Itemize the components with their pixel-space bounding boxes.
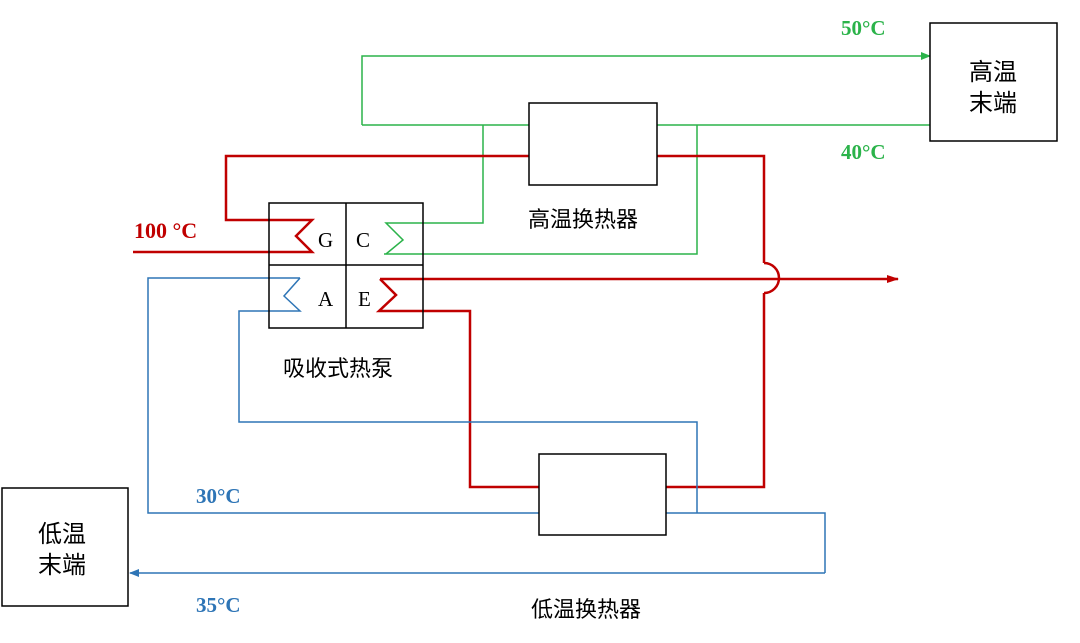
green-branch-from-condenser [384, 125, 698, 255]
low-temp-exchanger-caption: 低温换热器 [531, 598, 641, 623]
cell-condenser-label: C [356, 228, 370, 252]
heat-source-temp: 100 °C [134, 218, 197, 243]
low-temp-terminal-box [1, 487, 129, 607]
blue-return-temp: 35°C [196, 593, 241, 617]
absorber-coil [238, 277, 698, 513]
green-branch-to-condenser [408, 125, 484, 224]
condenser-coil [384, 222, 408, 255]
high-temp-terminal: 高温 末端 [929, 22, 1058, 142]
low-temp-terminal-line2: 末端 [38, 551, 86, 579]
heat-pump-caption: 吸收式热泵 [283, 357, 393, 382]
high-temp-terminal-box [929, 22, 1058, 142]
high-temp-water-loop [361, 52, 931, 255]
absorption-heat-pump: G C A E 吸收式热泵 [268, 202, 424, 382]
high-temp-heat-exchanger: 高温换热器 [528, 102, 658, 233]
green-supply-line [361, 52, 931, 125]
low-temp-terminal-line1: 低温 [38, 520, 86, 548]
low-temp-terminal: 低温 末端 [1, 487, 129, 607]
evaporator-coil [375, 278, 398, 313]
blue-supply-line [147, 277, 826, 573]
low-temp-exchanger-box [538, 453, 667, 536]
cell-evaporator-label: E [358, 287, 371, 311]
low-temp-water-loop [129, 277, 826, 577]
heat-source-loop [133, 154, 899, 489]
high-temp-terminal-line1: 高温 [969, 58, 1017, 86]
blue-supply-temp: 30°C [196, 484, 241, 508]
cell-generator-label: G [318, 228, 333, 252]
generator-coil [224, 154, 766, 263]
high-temp-exchanger-caption: 高温换热器 [528, 208, 638, 233]
green-return-temp: 40°C [841, 140, 886, 164]
red-right-return [387, 293, 766, 489]
high-temp-terminal-line2: 末端 [969, 89, 1017, 117]
green-supply-temp: 50°C [841, 16, 886, 40]
low-temp-heat-exchanger: 低温换热器 [531, 453, 667, 623]
high-temp-exchanger-box [528, 102, 658, 186]
cell-absorber-label: A [318, 287, 334, 311]
